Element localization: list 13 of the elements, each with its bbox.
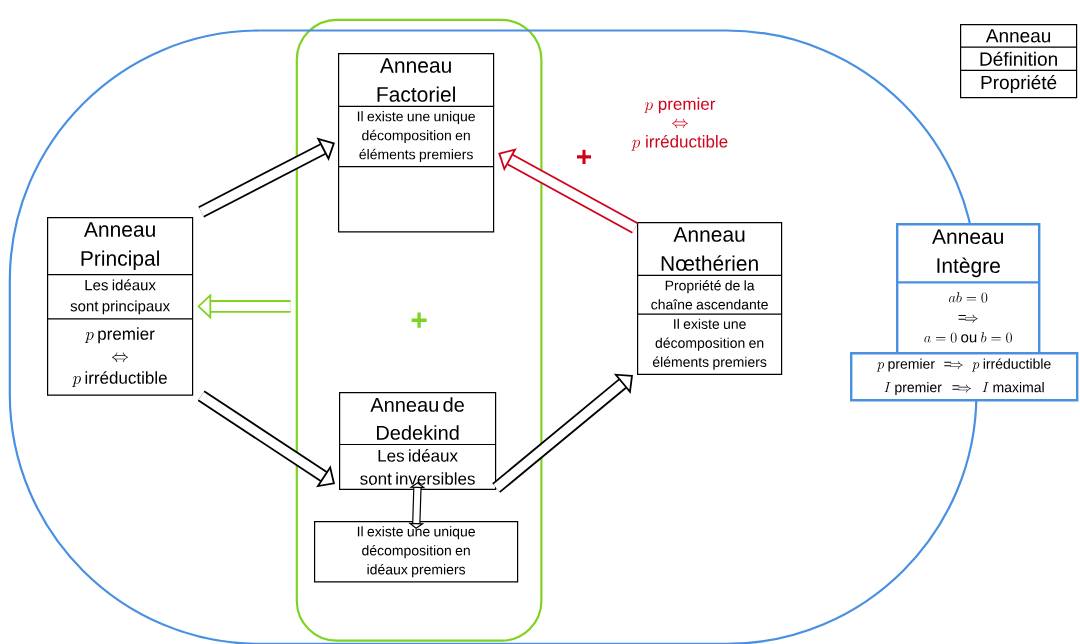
note-text: $\begin{gathered} p\ \text{premier} \\[-2pt] \Leftrightarrow \\[-2pt] p\ \text{irréductible} \end{gathered}$ bbox=[631, 97, 728, 151]
class-box: Anneau de Dedekind Les idéaux sont inversibles bbox=[339, 392, 497, 490]
class-box: $p\ \text{premier} \Longrightarrow p\ \text{irréductible}$ $I\ \text{premier} \Longrightarrow I\ \text{maximal}$ bbox=[850, 352, 1079, 402]
class-box: Anneau Intègre $\begin{gathered} ab = 0 \\[-4pt] \Longrightarrow \\[-4pt] a = 0\ \text{ou}\ b = 0 \end{gathered}$ bbox=[896, 223, 1041, 355]
block-arrow bbox=[492, 373, 633, 493]
block-arrow bbox=[498, 148, 639, 234]
class-box: Anneau Nœthérien Propriété de la chaîne ascendante Il existe une décomposition en éléments premiers bbox=[637, 222, 783, 375]
class-box: Anneau Factoriel Il existe une unique décomposition en éléments premiers bbox=[338, 53, 495, 233]
class-box: Anneau Principal Les idéaux sont principaux $\begin{gathered} p\ \text{premier} \\[-4pt] \Leftrightarrow \\[-4pt] p\ \text{irréductible} \end{gathered}$ bbox=[47, 217, 194, 396]
class-box: Anneau Définition Propriété bbox=[960, 24, 1078, 99]
class-box: Il existe une unique décomposition en idéaux premiers bbox=[314, 521, 519, 583]
plus-sign: + bbox=[577, 149, 592, 164]
block-arrow bbox=[198, 137, 335, 218]
